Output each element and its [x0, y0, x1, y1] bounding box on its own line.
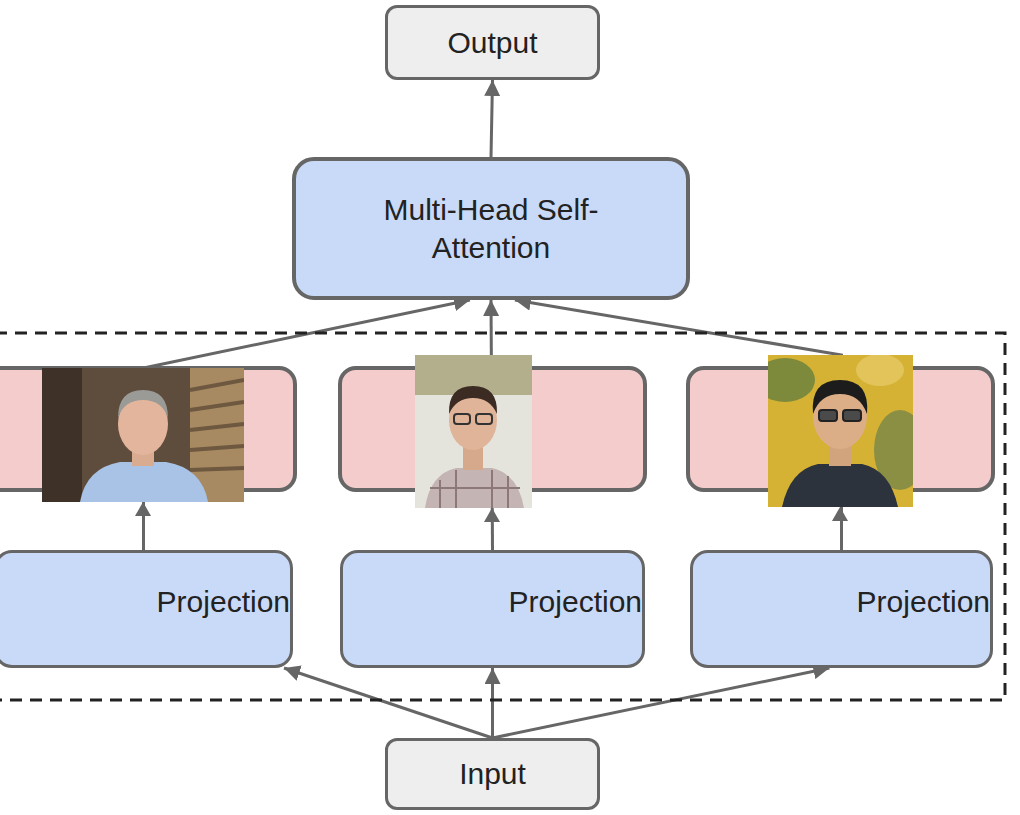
- projection-box: Projection: [0, 550, 293, 668]
- flow-arrow: [493, 668, 830, 738]
- group-bracket: [0, 333, 1005, 700]
- arrow-head: [135, 502, 151, 516]
- node-label: Multi-Head Self-Attention: [361, 191, 621, 266]
- node-label: Input: [459, 755, 526, 793]
- portrait-picture: [415, 355, 532, 508]
- portrait-picture: [42, 368, 244, 502]
- flow-arrow: [284, 668, 492, 738]
- input-box: Input: [385, 738, 600, 810]
- portrait-picture: [768, 355, 913, 507]
- flow-arrow: [491, 668, 494, 738]
- arrow-head: [484, 508, 500, 522]
- flow-arrow: [491, 80, 493, 157]
- projection-box: Projection: [690, 550, 993, 668]
- node-label: Projection: [509, 583, 642, 621]
- attention-block: Multi-Head Self-Attention: [292, 157, 690, 300]
- projection-box: Projection: [340, 550, 645, 668]
- node-label: Projection: [157, 583, 290, 621]
- node-label: Output: [447, 24, 537, 62]
- arrow-head: [832, 507, 848, 521]
- node-label: Projection: [857, 583, 990, 621]
- output-box: Output: [385, 5, 600, 80]
